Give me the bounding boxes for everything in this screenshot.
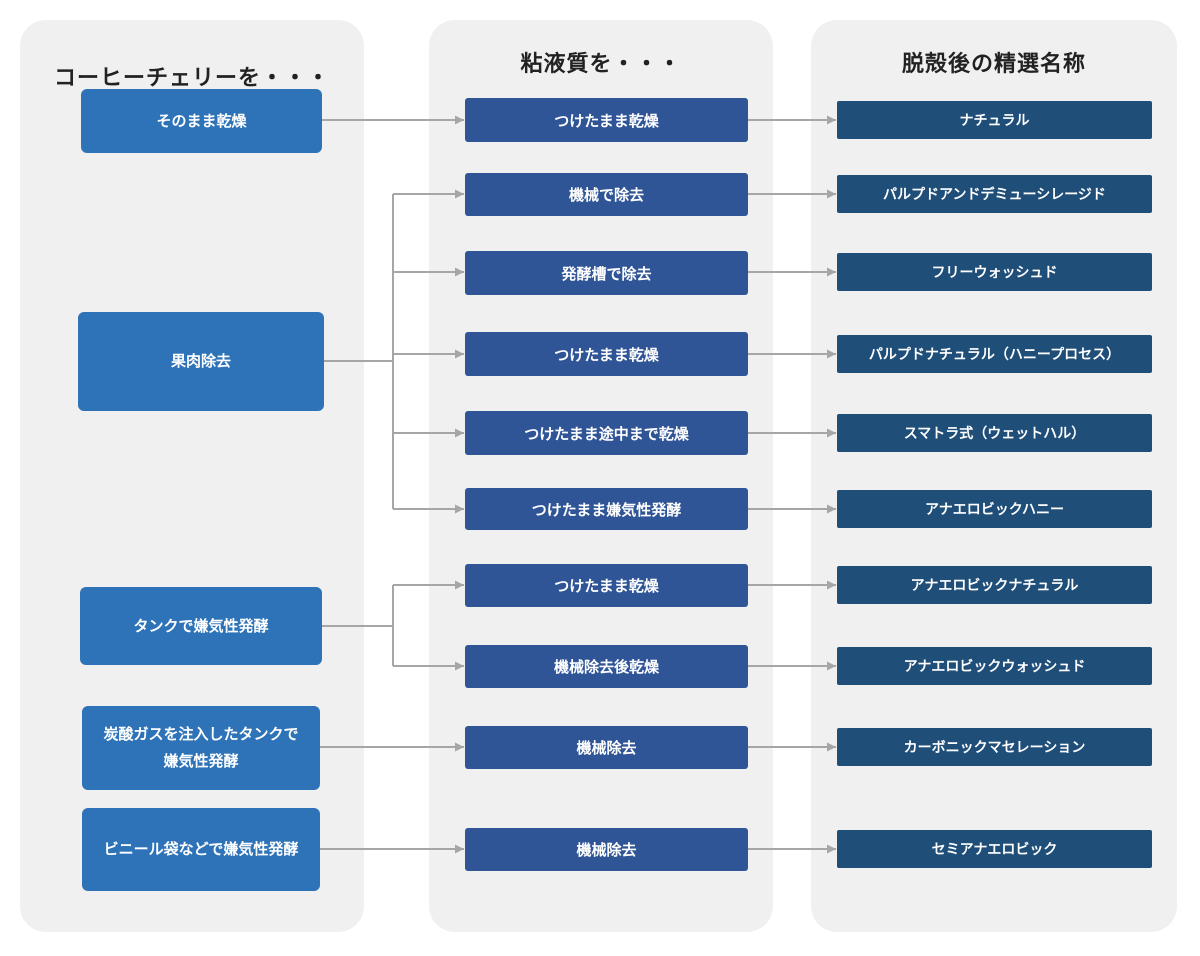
- step-box-2: 機械で除去: [465, 173, 748, 216]
- result-label: スマトラ式（ウェットハル）: [903, 426, 1086, 442]
- result-label: カーボニックマセレーション: [903, 740, 1086, 756]
- source-label: そのまま乾燥: [156, 111, 247, 130]
- step-box-6: つけたまま嫌気性発酵: [465, 488, 748, 530]
- step-box-7: つけたまま乾燥: [465, 564, 748, 607]
- step-label: 機械除去後乾燥: [553, 658, 659, 676]
- source-box-tank-anaerobic: タンクで嫌気性発酵: [80, 587, 322, 665]
- step-label: つけたまま嫌気性発酵: [531, 500, 682, 519]
- step-label: 機械除去: [576, 739, 637, 757]
- result-box-9: カーボニックマセレーション: [837, 728, 1152, 766]
- result-label: パルプドナチュラル（ハニープロセス）: [868, 347, 1121, 363]
- step-box-5: つけたまま途中まで乾燥: [465, 411, 748, 455]
- source-box-dry-as-is: そのまま乾燥: [81, 89, 322, 153]
- result-label: パルプドアンドデミューシレージド: [883, 187, 1106, 203]
- result-label: ナチュラル: [959, 113, 1030, 129]
- result-box-7: アナエロビックナチュラル: [837, 566, 1152, 604]
- source-box-plastic-bag: ビニール袋などで嫌気性発酵: [82, 808, 320, 891]
- source-label: タンクで嫌気性発酵: [133, 616, 269, 635]
- source-label-line-1: 炭酸ガスを注入したタンクで: [103, 725, 299, 743]
- column-title-cherry: コーヒーチェリーを・・・: [53, 66, 330, 91]
- step-label: 発酵槽で除去: [561, 264, 652, 283]
- step-box-1: つけたまま乾燥: [465, 98, 748, 142]
- result-box-8: アナエロビックウォッシュド: [837, 647, 1152, 685]
- source-box-pulp-removal: 果肉除去: [78, 312, 324, 411]
- result-box-10: セミアナエロビック: [837, 830, 1152, 868]
- step-label: 機械除去: [576, 841, 637, 859]
- step-box-10: 機械除去: [465, 828, 748, 871]
- result-label: フリーウォッシュド: [931, 265, 1058, 281]
- step-label: つけたまま乾燥: [554, 577, 659, 595]
- step-box-4: つけたまま乾燥: [465, 332, 748, 376]
- column-mucilage: 粘液質を・・・: [429, 20, 773, 932]
- result-box-3: フリーウォッシュド: [837, 253, 1152, 291]
- result-box-2: パルプドアンドデミューシレージド: [837, 175, 1152, 213]
- result-label: アナエロビックハニー: [924, 502, 1065, 518]
- result-box-5: スマトラ式（ウェットハル）: [837, 414, 1152, 452]
- column-result: 脱殻後の精選名称: [811, 20, 1177, 932]
- result-label: セミアナエロビック: [931, 842, 1058, 858]
- source-label-multiline: 炭酸ガスを注入したタンクで 嫌気性発酵: [103, 721, 298, 775]
- source-label-line-2: 嫌気性発酵: [163, 752, 239, 770]
- step-box-8: 機械除去後乾燥: [465, 645, 748, 688]
- step-label: つけたまま乾燥: [554, 111, 659, 130]
- result-box-6: アナエロビックハニー: [837, 490, 1152, 528]
- column-title-mucilage: 粘液質を・・・: [520, 52, 682, 77]
- step-label: つけたまま乾燥: [554, 345, 659, 364]
- result-label: アナエロビックウォッシュド: [903, 659, 1086, 675]
- step-label: つけたまま途中まで乾燥: [524, 424, 689, 443]
- source-label: ビニール袋などで嫌気性発酵: [103, 840, 299, 858]
- result-box-1: ナチュラル: [837, 101, 1152, 139]
- result-box-4: パルプドナチュラル（ハニープロセス）: [837, 335, 1152, 373]
- result-label: アナエロビックナチュラル: [910, 578, 1079, 594]
- source-box-co2-tank: 炭酸ガスを注入したタンクで 嫌気性発酵: [82, 706, 320, 790]
- column-title-result: 脱殻後の精選名称: [901, 52, 1086, 77]
- step-label: 機械で除去: [568, 186, 644, 204]
- step-box-9: 機械除去: [465, 726, 748, 769]
- source-label: 果肉除去: [170, 352, 231, 370]
- step-box-3: 発酵槽で除去: [465, 251, 748, 295]
